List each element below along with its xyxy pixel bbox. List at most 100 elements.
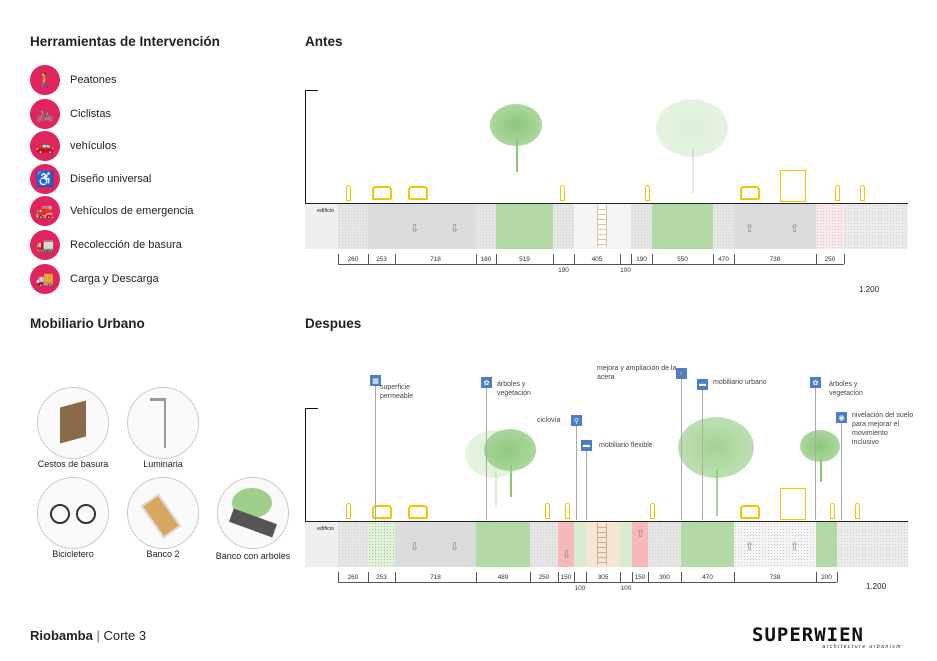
tree-trunk	[716, 470, 718, 516]
road	[368, 204, 476, 249]
tool-item: 🚚Carga y Descarga	[30, 264, 159, 294]
pedestrian-figure	[835, 185, 840, 201]
fire-truck-icon: 🚒	[30, 196, 60, 226]
building-roof	[305, 408, 318, 409]
dimension-label: 300	[659, 574, 670, 581]
annotation-leader-line	[586, 451, 587, 520]
building-outline	[305, 408, 306, 521]
dimension-label: 470	[718, 256, 729, 263]
annotation-label: ciclovía	[537, 417, 561, 424]
tree-trunk	[510, 465, 512, 497]
dimension-tick	[338, 254, 339, 264]
city-name: Riobamba	[30, 628, 93, 643]
dimension-label: 260	[347, 256, 359, 263]
tool-item: 🚗 vehículos	[30, 131, 116, 161]
dimension-label: 260	[347, 574, 359, 581]
furniture-image	[127, 387, 199, 459]
dimension-tick	[558, 572, 559, 582]
direction-arrow-icon: ⇧	[745, 223, 755, 235]
annotation-leader-line	[815, 388, 816, 520]
annotation-label: árboles y vegetación	[829, 381, 863, 397]
tree-icon: ✿	[481, 377, 492, 388]
superwien-logo: SUPERWIEN architecture urbanism	[752, 624, 902, 651]
tool-label: Peatones	[70, 74, 117, 86]
dimension-line	[338, 264, 844, 265]
tool-item: 🚛Recolección de basura	[30, 230, 182, 260]
building-outline	[305, 90, 306, 203]
green-median	[652, 204, 713, 249]
furniture-label: Cestos de basura	[37, 459, 109, 469]
annotation-label: nivelación del suelo para mejorar el mov…	[852, 412, 914, 446]
section-strip	[530, 522, 558, 567]
section-strip	[844, 204, 908, 249]
curb-zone	[816, 204, 844, 249]
pedestrian-figure	[855, 503, 860, 519]
wheelchair-icon: ♿	[30, 164, 60, 194]
dimension-tick	[574, 572, 575, 582]
tools-title: Herramientas de Intervención	[30, 34, 220, 49]
bike-lane	[632, 522, 648, 567]
section-strip	[816, 522, 837, 567]
furniture-label: Luminaria	[143, 459, 183, 469]
section-strip	[553, 204, 574, 249]
dimension-tick	[395, 254, 396, 264]
sidewalk	[338, 204, 368, 249]
dimension-label: 150	[560, 574, 572, 581]
bench-icon: ▬	[697, 379, 708, 390]
pedestrian-figure	[346, 185, 351, 201]
section-strip	[476, 204, 496, 249]
section-strip	[837, 522, 908, 567]
dimension-label: 150	[634, 574, 646, 581]
dimension-tick	[816, 572, 817, 582]
tree-trunk	[820, 458, 822, 482]
delivery-truck-icon: 🚚	[30, 264, 60, 294]
furniture-image	[127, 477, 199, 549]
dimension-label: 405	[591, 256, 603, 263]
dimension-tick	[476, 254, 477, 264]
car-icon	[408, 505, 428, 519]
before-scale: 1.200	[859, 285, 880, 294]
green-area	[681, 522, 734, 567]
road	[395, 522, 476, 567]
dimension-label: 718	[430, 256, 441, 263]
dimension-tick	[632, 572, 633, 582]
direction-arrow-icon: ⇩	[450, 223, 460, 235]
dimension-label: 253	[376, 256, 387, 263]
tool-item: 🚶 Peatones	[30, 65, 116, 95]
building-label: edificio	[317, 526, 335, 532]
bike-lane	[558, 522, 574, 567]
dimension-tick	[574, 254, 575, 264]
building-label: edificio	[317, 208, 335, 214]
rail-track	[597, 523, 607, 565]
pedestrian-figure	[560, 185, 565, 201]
pedestrian-figure	[545, 503, 550, 519]
dimension-tick	[476, 572, 477, 582]
direction-arrow-icon: ⇧	[636, 528, 646, 540]
dimension-tick	[734, 572, 735, 582]
road	[734, 522, 816, 567]
car-icon: 🚗	[30, 131, 60, 161]
footer-title: Riobamba | Corte 3	[30, 628, 146, 643]
dimension-tick	[553, 254, 554, 264]
dimension-tick	[844, 254, 845, 264]
annotation-leader-line	[841, 423, 842, 520]
tool-label: vehículos	[70, 140, 117, 152]
tree-trunk	[516, 140, 518, 172]
direction-arrow-icon: ⇧	[790, 541, 800, 553]
bus-icon	[780, 170, 806, 202]
garbage-truck-icon: 🚛	[30, 230, 60, 260]
pedestrian-icon: 🚶	[30, 65, 60, 95]
dimension-label: 738	[769, 256, 781, 263]
annotation-leader-line	[375, 386, 376, 520]
direction-arrow-icon: ⇩	[450, 541, 460, 553]
annotation-leader-line	[681, 379, 682, 520]
section-strip	[305, 204, 338, 249]
dimension-label: 250	[824, 256, 836, 263]
dimension-tick	[368, 572, 369, 582]
permeable-surface-icon: ▦	[370, 375, 381, 386]
tree-icon	[656, 99, 728, 157]
tree-trunk	[692, 149, 694, 193]
dimension-label: 489	[497, 574, 509, 581]
annotation-leader-line	[702, 390, 703, 520]
section-strip	[648, 522, 681, 567]
